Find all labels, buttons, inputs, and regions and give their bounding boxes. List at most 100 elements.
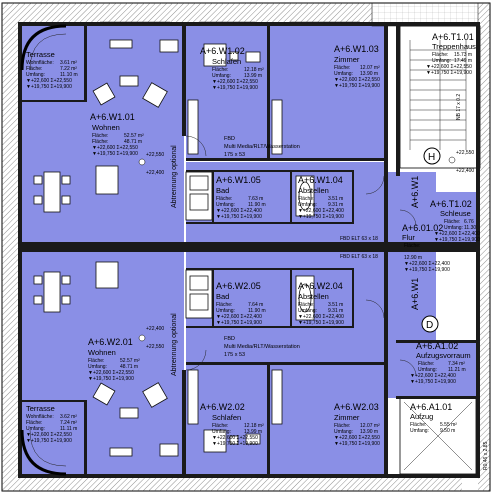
svg-text:Schleuse: Schleuse xyxy=(440,209,471,218)
svg-text:48.71 m: 48.71 m xyxy=(120,364,138,370)
svg-text:▼+22,600 Σ+22,400: ▼+22,600 Σ+22,400 xyxy=(434,231,480,237)
label-awk-1: A+6.W1 xyxy=(410,176,420,208)
svg-text:Fläche:: Fläche: xyxy=(410,422,426,428)
svg-text:▼+22,600 Σ+22,550: ▼+22,600 Σ+22,550 xyxy=(26,78,72,84)
svg-text:12.18 m²: 12.18 m² xyxy=(244,67,264,73)
svg-text:Umfang:: Umfang: xyxy=(410,428,429,434)
svg-text:Wohnen: Wohnen xyxy=(92,123,120,132)
svg-text:▼+22,600 Σ+22,400: ▼+22,600 Σ+22,400 xyxy=(404,261,450,267)
svg-text:Umfang:: Umfang: xyxy=(444,225,463,231)
svg-text:A+6.W1.04: A+6.W1.04 xyxy=(298,175,343,185)
svg-text:A+6.W2.05: A+6.W2.05 xyxy=(216,281,261,291)
svg-text:Fläche:: Fläche: xyxy=(26,420,42,426)
svg-text:A+6.W2.01: A+6.W2.01 xyxy=(88,337,133,347)
label-w2-05: A+6.W2.05 Bad Fläche:7.64 m Umfang:11.90… xyxy=(216,281,266,326)
room-fill-aufzugsvorraum xyxy=(386,342,476,398)
svg-text:▼+22,600 Σ+22,400: ▼+22,600 Σ+22,400 xyxy=(216,208,262,214)
svg-text:▼+19,750 Σ+19,900: ▼+19,750 Σ+19,900 xyxy=(216,320,262,326)
svg-text:▼+19,750 Σ+19,900: ▼+19,750 Σ+19,900 xyxy=(92,151,138,157)
label-w1-05: A+6.W1.05 Bad Fläche:7.63 m Umfang:11.90… xyxy=(216,175,266,220)
terrace-curve-bottom xyxy=(20,429,67,476)
svg-text:7.63 m: 7.63 m xyxy=(248,196,263,202)
svg-text:A+6.01.02: A+6.01.02 xyxy=(402,223,443,233)
svg-text:▼+19,750 Σ+19,900: ▼+19,750 Σ+19,900 xyxy=(26,438,72,444)
svg-text:3.62 m²: 3.62 m² xyxy=(60,414,77,420)
svg-text:Umfang:: Umfang: xyxy=(334,429,353,435)
svg-text:A+6.W2.04: A+6.W2.04 xyxy=(298,281,343,291)
marker-d-text: D xyxy=(426,320,433,331)
svg-text:▼+19,750 Σ+19,900: ▼+19,750 Σ+19,900 xyxy=(212,85,258,91)
svg-text:Fläche:: Fläche: xyxy=(298,196,314,202)
svg-text:Fläche:: Fläche: xyxy=(444,219,460,225)
svg-text:52.57 m²: 52.57 m² xyxy=(124,133,144,139)
svg-text:Fläche:: Fläche: xyxy=(212,67,228,73)
room-fill-schlafen-2 xyxy=(186,364,268,474)
furniture-lower xyxy=(33,261,315,457)
svg-text:▼+19,750 Σ+19,900: ▼+19,750 Σ+19,900 xyxy=(434,237,480,243)
svg-text:Fläche:: Fläche: xyxy=(298,302,314,308)
svg-text:12.07 m²: 12.07 m² xyxy=(360,65,380,71)
svg-text:Umfang:: Umfang: xyxy=(212,73,231,79)
svg-text:Umfang:: Umfang: xyxy=(216,202,235,208)
svg-text:3.51 m: 3.51 m xyxy=(328,196,343,202)
label-terrasse-1: Terrasse Wohnfläche:3.61 m² Fläche:7.22 … xyxy=(26,50,78,90)
furniture-upper xyxy=(33,39,315,217)
svg-text:▼+22,600 Σ+22,400: ▼+22,600 Σ+22,400 xyxy=(410,373,456,379)
svg-text:Fläche:: Fläche: xyxy=(26,66,42,72)
marker-h xyxy=(423,147,441,165)
svg-text:A+6.A1.01: A+6.A1.01 xyxy=(410,402,452,412)
svg-text:Fläche:: Fläche: xyxy=(334,423,350,429)
svg-text:Aufzug: Aufzug xyxy=(410,412,433,421)
svg-text:11.10 m: 11.10 m xyxy=(60,72,78,78)
svg-text:Schlafen: Schlafen xyxy=(212,413,241,422)
room-fill-wohnen-1-left xyxy=(22,100,84,242)
label-t1-01: A+6.T1.01 Treppenhaus Fläche:15.73 m Umf… xyxy=(426,32,476,76)
svg-text:Fläche:: Fläche: xyxy=(92,133,108,139)
svg-text:Abstellen: Abstellen xyxy=(298,292,329,301)
label-w2-03: A+6.W2.03 Zimmer Fläche:12.07 m² Umfang:… xyxy=(334,402,380,447)
svg-text:A+6.W2.03: A+6.W2.03 xyxy=(334,402,379,412)
svg-text:Umfang:: Umfang: xyxy=(26,72,45,78)
svg-text:▼+19,750 Σ+19,900: ▼+19,750 Σ+19,900 xyxy=(216,214,262,220)
label-w2-04: A+6.W2.04 Abstellen Fläche:3.51 m Umfang… xyxy=(298,281,344,326)
svg-text:A+6.W2.02: A+6.W2.02 xyxy=(200,402,245,412)
svg-text:Zimmer: Zimmer xyxy=(334,413,360,422)
terrace-curve-top xyxy=(20,24,67,71)
svg-text:A+6.W1.03: A+6.W1.03 xyxy=(334,44,379,54)
svg-text:17.49 m: 17.49 m xyxy=(454,58,472,64)
label-w2-01: A+6.W2.01 Wohnen Fläche:52.57 m² Umfang:… xyxy=(88,337,140,382)
svg-text:▼+22,600 Σ+22,550: ▼+22,600 Σ+22,550 xyxy=(212,435,258,441)
svg-text:Wohnen: Wohnen xyxy=(88,348,116,357)
svg-text:Fläche:: Fläche: xyxy=(92,139,108,145)
svg-text:9.31 m: 9.31 m xyxy=(328,202,343,208)
svg-text:▼+22,600 Σ+22,550: ▼+22,600 Σ+22,550 xyxy=(26,432,72,438)
label-w1-02: A+6.W1.02 Schlafen Fläche:12.18 m² Umfan… xyxy=(200,46,264,91)
svg-text:▼+19,750 Σ+19,900: ▼+19,750 Σ+19,900 xyxy=(426,70,472,76)
staircase xyxy=(409,40,467,150)
svg-text:FBD: FBD xyxy=(224,136,235,142)
door-swings xyxy=(185,135,417,377)
label-corner-dim: R0.46 x 2.85 xyxy=(483,441,489,470)
label-t1-02: A+6.T1.02 Schleuse Fläche:6.76 Umfang:11… xyxy=(430,199,480,243)
svg-text:Fläche:: Fläche: xyxy=(334,65,350,71)
svg-text:11.90 m: 11.90 m xyxy=(248,308,266,314)
room-fill-schlafen-1 xyxy=(186,26,268,160)
svg-text:Fläche:: Fläche: xyxy=(212,423,228,429)
marker-d xyxy=(421,315,439,333)
svg-text:11.21 m: 11.21 m xyxy=(448,367,466,373)
svg-text:+22,400: +22,400 xyxy=(146,326,164,332)
elevation-markers: +22,550 +22,400 +22,550 +22,400 +22,400 … xyxy=(138,150,474,350)
svg-text:+22,550: +22,550 xyxy=(146,344,164,350)
svg-text:▼+19,750 Σ+19,900: ▼+19,750 Σ+19,900 xyxy=(298,320,344,326)
svg-text:9.31 m: 9.31 m xyxy=(328,308,343,314)
label-fbd-1: FBD Multi Media/RLT/Wasserstation 175 x … xyxy=(224,136,300,158)
svg-text:7.22 m²: 7.22 m² xyxy=(60,66,77,72)
svg-text:FBD: FBD xyxy=(224,336,235,342)
label-w2-02: A+6.W2.02 Schlafen Fläche:12.18 m² Umfan… xyxy=(200,402,264,447)
svg-text:Umfang:: Umfang: xyxy=(26,426,45,432)
walls xyxy=(18,22,480,478)
svg-text:Flur: Flur xyxy=(402,233,415,242)
svg-text:▼+19,750 Σ+19,900: ▼+19,750 Σ+19,900 xyxy=(410,379,456,385)
label-fbd-2: FBD Multi Media/RLT/Wasserstation 175 x … xyxy=(224,336,300,358)
